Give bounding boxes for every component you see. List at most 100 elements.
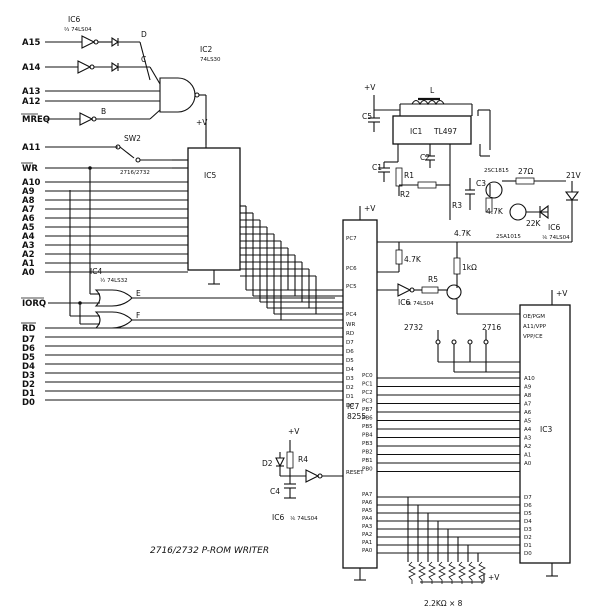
address-inputs: A10 A9 A8 A7 A6 A5 A4 A3 A2 A1 A0	[22, 178, 40, 278]
resistor	[428, 561, 436, 584]
ic6-mid-type: ⅙ 74LS04	[406, 301, 434, 307]
ic4-or-gates: IC4 ½ 74LS32 E F IORQ	[21, 166, 335, 329]
ic7-pin-pb2: PB2	[362, 450, 373, 456]
ic7-pin-pc1: PC1	[362, 382, 373, 388]
c1-label: C1	[372, 163, 382, 172]
ic7-pin-pb4: PB4	[362, 433, 373, 439]
gate-letter-c: C	[141, 55, 146, 64]
data-d1: D1	[22, 389, 35, 399]
ic3-pin-d0: D0	[524, 551, 532, 557]
ic7-8255: IC7 8255 +V	[342, 204, 378, 581]
data-d0: D0	[22, 398, 35, 408]
ic7-pin-labels: PC7PC6PC5PC4WRRDD7D6D5D4D3D2D1D0RESETPC0…	[346, 236, 373, 554]
coil-label: L	[430, 86, 435, 95]
ic3-pin-0: OE/PGM	[523, 314, 545, 320]
ic3-pin-d4: D4	[524, 519, 532, 525]
ic7-pin-d1: D1	[346, 394, 354, 400]
gate-letter-d: D	[141, 30, 147, 39]
input-a12: A12	[22, 97, 40, 107]
ic2-type: 74LS30	[200, 57, 221, 63]
ic3-pin-d3: D3	[524, 527, 532, 533]
ic7-pin-pb1: PB1	[362, 458, 373, 464]
tr1-label: 2SC1815	[484, 168, 509, 174]
sw-2716-label: 2716	[482, 323, 501, 332]
addr-a0: A0	[22, 268, 35, 278]
data-d6: D6	[22, 344, 35, 354]
ic7-pin-rd: RD	[346, 331, 354, 337]
ic7-pin-pa2: PA2	[362, 532, 372, 538]
ic2-label: IC2	[200, 45, 212, 54]
ic7-pin-pa1: PA1	[362, 540, 372, 546]
addr-a6: A6	[22, 214, 35, 224]
sw2-sub: 2716/2732	[120, 170, 150, 176]
addr-a3: A3	[22, 241, 35, 251]
r5-label: R5	[428, 275, 438, 284]
data-bus-wires	[45, 327, 343, 401]
ic1-label: IC1	[410, 127, 422, 136]
ic7-to-ic3-bus	[377, 377, 520, 562]
ic3-pin-a5: A5	[524, 419, 532, 425]
ic3-label: IC3	[540, 425, 552, 434]
r2-label: R2	[400, 190, 410, 199]
ic6-bottom-type: ⅙ 74LS04	[290, 516, 318, 522]
addr-a9: A9	[22, 187, 35, 197]
ic3-pin-a0: A0	[524, 461, 532, 467]
input-a15: A15	[22, 38, 40, 48]
ic1-type: TL497	[433, 127, 457, 136]
ic3-pin-a4: A4	[524, 427, 532, 433]
ic2-nand-gate: IC2 74LS30	[159, 45, 221, 145]
input-labels: A15 A14 A13 A12 MREQ A11 WR	[21, 38, 50, 174]
ic6-top-sub: ⅔ 74LS04	[64, 27, 92, 33]
ic7-pin-pa0: PA0	[362, 548, 373, 554]
ic7-pin-pb0: PB0	[362, 467, 373, 473]
ic3-pin-d7: D7	[524, 495, 532, 501]
sw2-label: SW2	[124, 134, 141, 143]
input-rd: RD	[22, 324, 36, 334]
diagram-title: 2716/2732 P-ROM WRITER	[150, 546, 269, 556]
ic7-pin-pb5: PB5	[362, 424, 373, 430]
r1k-label: 1kΩ	[462, 263, 477, 272]
data-d7: D7	[22, 335, 35, 345]
ic5-label: IC5	[204, 171, 216, 180]
reset-vplus: +V	[288, 427, 300, 436]
ic3-pin-a10: A10	[524, 376, 535, 382]
power-supply: +V L C5 IC1 TL497 C1 C2 R1	[362, 83, 582, 243]
input-a14: A14	[22, 63, 40, 73]
addr-a10: A10	[22, 178, 40, 188]
r1-label: R1	[404, 171, 414, 180]
addr-a1: A1	[22, 259, 35, 269]
ic7-pin-d2: D2	[346, 385, 354, 391]
addr-a7: A7	[22, 205, 35, 215]
r47k-c-label: 4.7K	[404, 255, 422, 264]
c5-label: C5	[362, 112, 372, 121]
c4-label: C4	[270, 487, 280, 496]
r47k-b-label: 4.7K	[454, 229, 472, 238]
ic7-pin-pc3: PC3	[362, 399, 373, 405]
ic7-pin-pc5: PC5	[346, 284, 357, 290]
ic7-pin-pa5: PA5	[362, 508, 373, 514]
resistor	[418, 561, 426, 584]
ic6-right-label: IC6	[548, 223, 560, 232]
ic6-top-label: IC6	[68, 15, 80, 24]
data-inputs: RD D7 D6 D5 D4 D3 D2 D1 D0	[21, 322, 36, 408]
sw-2732-label: 2732	[404, 323, 423, 332]
pc-control: 4.7K 1kΩ R5 IC6 ⅙ 74LS04	[377, 242, 520, 315]
ic7-label: IC7	[347, 402, 359, 411]
supply-vplus-top: +V	[364, 83, 376, 92]
ic4-label: IC4	[90, 267, 102, 276]
resistor-bank-label: 2.2KΩ × 8	[424, 599, 463, 608]
addr-a2: A2	[22, 250, 35, 260]
ic7-pin-pa6: PA6	[362, 500, 373, 506]
input-mreq: MREQ	[22, 115, 50, 125]
addr-a8: A8	[22, 196, 35, 206]
addr-a5: A5	[22, 223, 35, 233]
resistor	[438, 561, 446, 584]
rbank-vplus: +V	[488, 573, 500, 582]
ic7-pin-d6: D6	[346, 349, 354, 355]
ic7-pin-pc6: PC6	[346, 266, 357, 272]
resistor	[408, 561, 416, 584]
ic6-mid-label: IC6	[398, 298, 410, 307]
r27-label: 27Ω	[518, 167, 534, 176]
r3-label: R3	[452, 201, 462, 210]
